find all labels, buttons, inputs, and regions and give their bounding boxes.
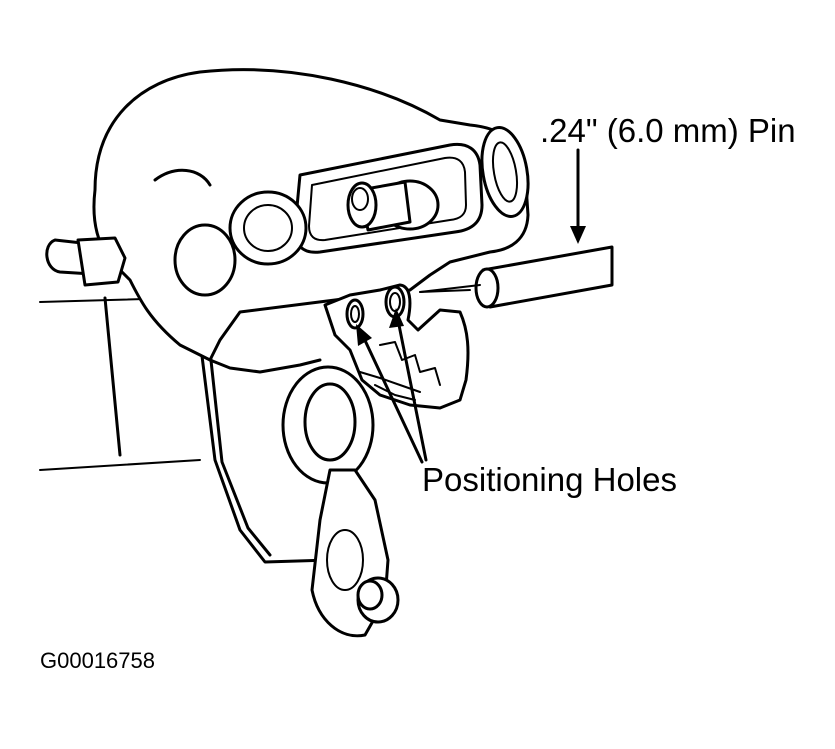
housing-ear — [480, 126, 530, 218]
figure-id-label: G00016758 — [40, 648, 155, 673]
linkage-arm — [281, 365, 400, 638]
pin-callout-arrow — [570, 148, 586, 244]
center-plunger — [346, 179, 440, 232]
positioning-bracket — [323, 283, 470, 410]
bracket-plate — [103, 296, 332, 564]
housing-bosses — [153, 168, 308, 297]
pin-callout-label: .24" (6.0 mm) Pin — [540, 112, 796, 149]
positioning-holes-callout-label: Positioning Holes — [422, 461, 677, 498]
pin-tool — [419, 245, 614, 309]
holes-callout-arrows — [356, 308, 428, 464]
left-stud — [45, 236, 127, 287]
